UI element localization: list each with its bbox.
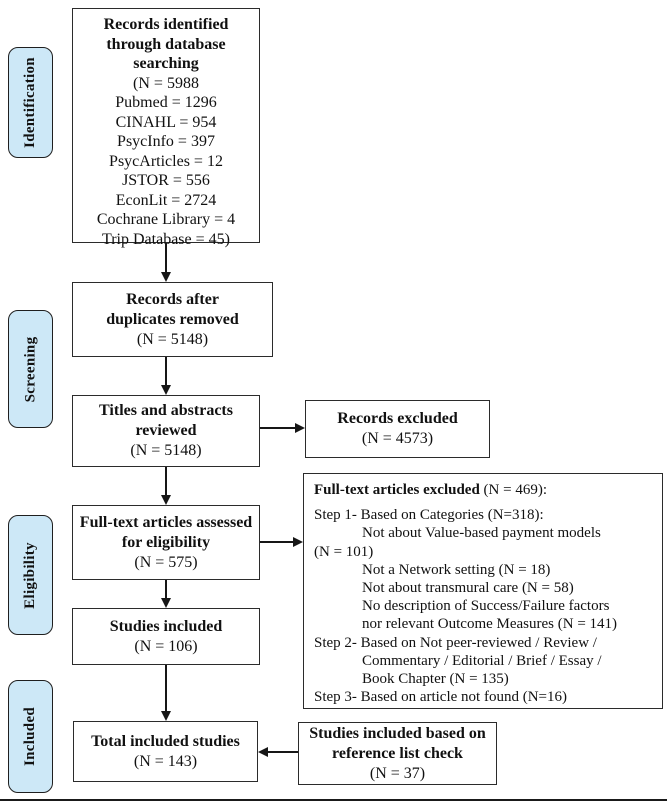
- arrow-titles-to-records-excluded: [260, 423, 305, 433]
- arrow-assessed-to-fulltext-excluded: [260, 537, 303, 547]
- arrow-titles-to-assessed: [161, 467, 171, 505]
- stage-screening-label: Screening: [22, 336, 39, 402]
- fulltext-excluded-line: Not a Network setting (N = 18): [362, 561, 551, 578]
- box-fulltext-excluded: Full-text articles excluded (N = 469): S…: [303, 473, 663, 709]
- box-records-identified: Records identified through database sear…: [72, 8, 260, 248]
- fulltext-excluded-heading-rest: (N = 469):: [479, 482, 547, 498]
- box-total-included: Total included studies (N = 143): [73, 721, 258, 782]
- stage-included: Included: [8, 680, 53, 793]
- box-studies-included: Studies included (N = 106): [72, 608, 260, 665]
- arrow-assessed-to-included: [161, 580, 171, 608]
- fulltext-excluded-line: Not about Value-based payment models: [362, 525, 601, 542]
- duplicates-removed-title: Records after duplicates removed: [106, 290, 239, 328]
- stage-included-label: Included: [22, 706, 38, 767]
- fulltext-excluded-heading-bold: Full-text articles excluded: [314, 482, 480, 498]
- stage-eligibility: Eligibility: [8, 515, 53, 635]
- fulltext-excluded-line: Book Chapter (N = 135): [362, 671, 509, 688]
- arrow-included-to-total: [161, 665, 171, 721]
- stage-identification: Identification: [8, 47, 53, 158]
- arrow-reference-check-to-total: [258, 747, 298, 757]
- records-identified-line: JSTOR = 556: [122, 172, 210, 189]
- fulltext-excluded-line: Step 1- Based on Categories (N=318):: [314, 507, 544, 524]
- duplicates-removed-count: (N = 5148): [136, 330, 209, 348]
- records-identified-line: EconLit = 2724: [115, 191, 217, 209]
- records-identified-line: PsycInfo = 397: [117, 133, 215, 150]
- stage-eligibility-label: Eligibility: [22, 541, 38, 609]
- titles-reviewed-count: (N = 5148): [130, 442, 202, 459]
- titles-reviewed-title: Titles and abstracts reviewed: [99, 402, 233, 439]
- records-identified-line: Trip Database = 45): [102, 230, 230, 248]
- records-identified-line: PsycArticles = 12: [109, 152, 223, 170]
- records-identified-line: CINAHL = 954: [115, 113, 217, 131]
- box-records-excluded: Records excluded (N = 4573): [305, 400, 490, 458]
- fulltext-excluded-line: Not about transmural care (N = 58): [362, 580, 574, 597]
- fulltext-excluded-heading: Full-text articles excluded (N = 469):: [314, 481, 652, 499]
- fulltext-excluded-line: Step 3- Based on article not found (N=16…: [314, 689, 567, 706]
- arrow-identified-to-duplicates: [161, 243, 171, 282]
- arrow-duplicates-to-titles: [161, 357, 171, 395]
- fulltext-excluded-line: No description of Success/Failure factor…: [362, 598, 610, 615]
- fulltext-excluded-line: Commentary / Editorial / Brief / Essay /: [362, 652, 602, 669]
- fulltext-excluded-line: Step 2- Based on Not peer-reviewed / Rev…: [314, 634, 597, 651]
- total-included-title: Total included studies: [91, 732, 240, 750]
- figure-bottom-rule: [0, 799, 667, 801]
- stage-identification-label: Identification: [22, 57, 38, 148]
- box-fulltext-assessed: Full-text articles assessed for eligibil…: [72, 505, 260, 580]
- studies-included-count: (N = 106): [134, 637, 198, 655]
- fulltext-assessed-title: Full-text articles assessed for eligibil…: [79, 513, 253, 551]
- records-excluded-count: (N = 4573): [361, 430, 434, 447]
- stage-screening: Screening: [8, 310, 53, 428]
- total-included-count: (N = 143): [133, 752, 198, 770]
- fulltext-excluded-line: nor relevant Outcome Measures (N = 141): [362, 616, 618, 633]
- box-titles-reviewed: Titles and abstracts reviewed (N = 5148): [72, 395, 260, 467]
- reference-check-count: (N = 37): [369, 764, 426, 782]
- studies-included-title: Studies included: [109, 617, 223, 635]
- records-identified-line: (N = 5988: [133, 74, 199, 92]
- box-duplicates-removed: Records after duplicates removed (N = 51…: [72, 282, 273, 357]
- records-identified-title: Records identified through database sear…: [103, 16, 229, 72]
- records-identified-line: Cochrane Library = 4: [96, 211, 236, 228]
- records-identified-line: Pubmed = 1296: [115, 94, 217, 111]
- fulltext-excluded-line: (N = 101): [314, 543, 374, 560]
- reference-check-title: Studies included based on reference list…: [309, 724, 486, 762]
- records-excluded-title: Records excluded: [337, 410, 458, 427]
- fulltext-assessed-count: (N = 575): [134, 553, 198, 571]
- box-reference-check: Studies included based on reference list…: [298, 722, 497, 785]
